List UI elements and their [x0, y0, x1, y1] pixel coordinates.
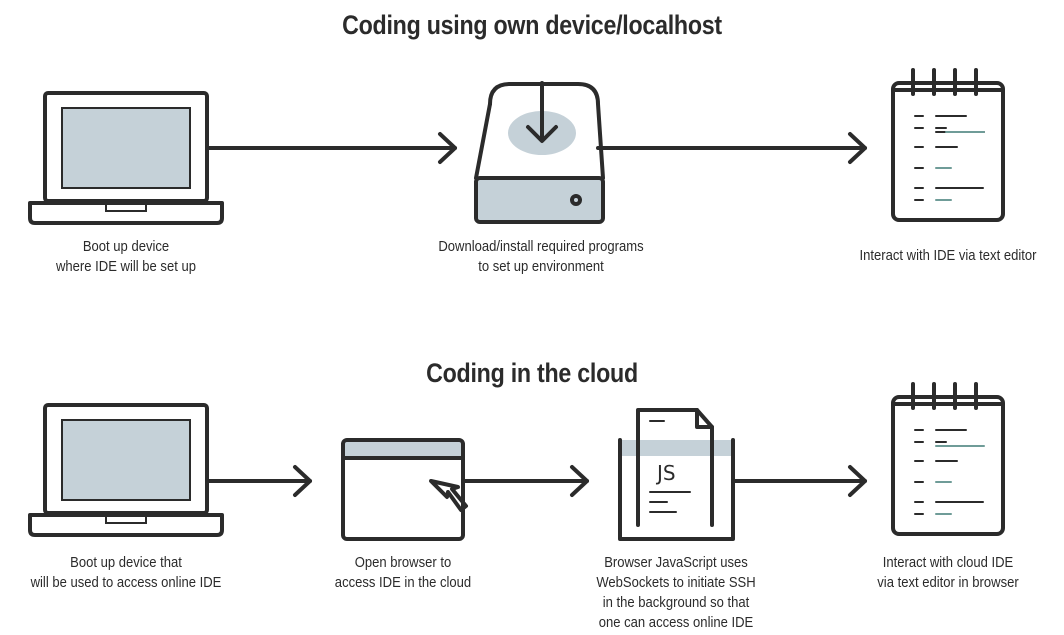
notepad-icon: [891, 68, 1005, 222]
laptop-icon: [28, 403, 224, 537]
arrow-right-icon: [205, 132, 457, 164]
step-caption: Interact with cloud IDE via text editor …: [877, 555, 1019, 591]
javascript-file-icon: JS: [618, 408, 735, 541]
notepad-icon: [891, 382, 1005, 536]
step-caption: Boot up device that will be used to acce…: [30, 555, 222, 591]
arrow-right-icon: [205, 465, 312, 497]
arrow-right-icon: [596, 132, 867, 164]
download-drive-icon: [474, 81, 605, 224]
arrow-right-icon: [731, 465, 867, 497]
step-caption: Browser JavaScript uses WebSockets to in…: [596, 555, 756, 631]
section-title-local: Coding using own device/localhost: [342, 10, 722, 40]
step-caption: Boot up device where IDE will be set up: [55, 239, 196, 275]
browser-window-icon: [341, 438, 468, 541]
step-caption: Download/install required programs to se…: [438, 239, 644, 275]
js-label: JS: [655, 461, 676, 485]
step-caption: Open browser to access IDE in the cloud: [334, 555, 472, 591]
section-title-cloud: Coding in the cloud: [426, 358, 638, 388]
laptop-icon: [28, 91, 224, 225]
step-caption: Interact with IDE via text editor: [859, 248, 1037, 264]
arrow-right-icon: [461, 465, 589, 497]
